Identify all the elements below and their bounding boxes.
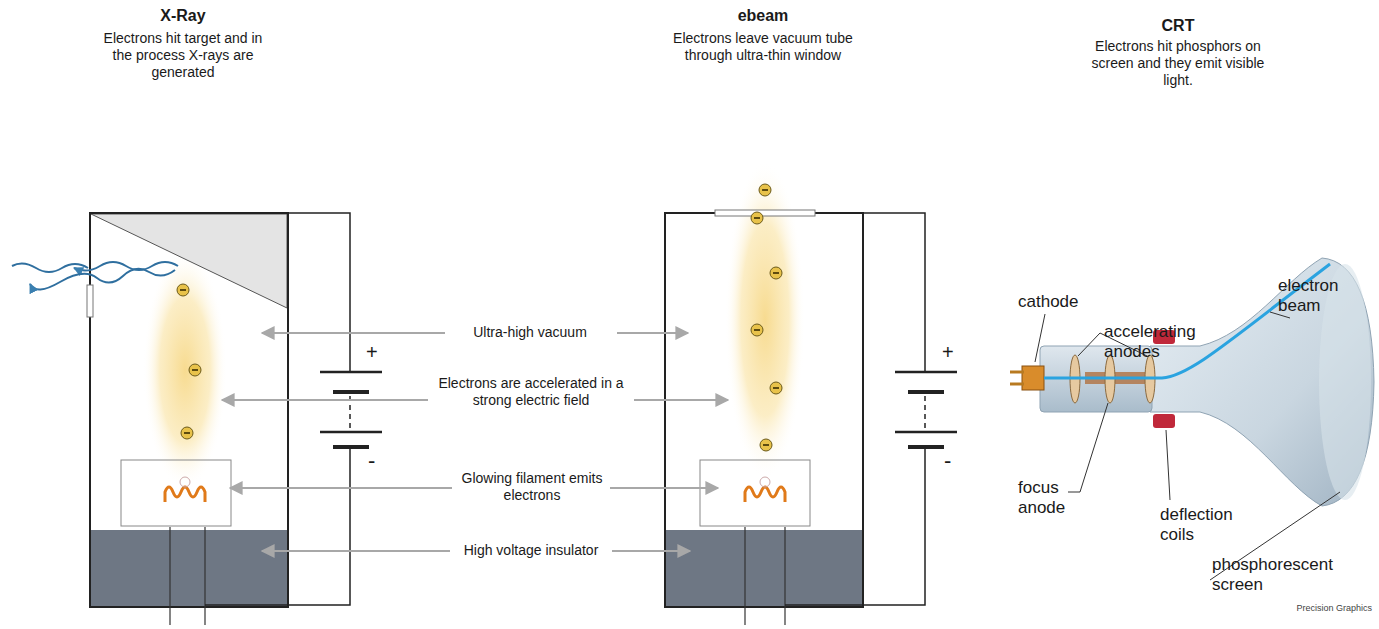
polarity-sign: +: [366, 340, 386, 364]
part-label: Ultra-high vacuum: [440, 324, 620, 341]
panel-title: CRT: [1108, 16, 1248, 35]
part-label: focus anode: [1018, 478, 1074, 519]
part-label: deflection coils: [1160, 505, 1250, 546]
part-label: accelerating anodes: [1104, 322, 1214, 363]
panel-caption: Electrons hit phosphors on screen and th…: [1078, 38, 1278, 88]
part-label: cathode: [1018, 292, 1098, 312]
part-label: electron beam: [1278, 276, 1358, 317]
credit: Precision Graphics: [1262, 603, 1372, 614]
polarity-sign: +: [942, 340, 962, 364]
polarity-sign: -: [368, 448, 388, 474]
polarity-sign: -: [944, 448, 964, 474]
part-label: Electrons are accelerated in a strong el…: [425, 375, 637, 409]
part-label: phosphorescent screen: [1212, 555, 1352, 596]
panel-caption: Electrons hit target and in the process …: [93, 30, 273, 80]
panel-title: ebeam: [693, 6, 833, 25]
part-label: High voltage insulator: [445, 542, 617, 559]
panel-caption: Electrons leave vacuum tube through ultr…: [668, 30, 858, 64]
panel-title: X-Ray: [113, 6, 253, 25]
part-label: Glowing filament emits electrons: [452, 470, 612, 504]
